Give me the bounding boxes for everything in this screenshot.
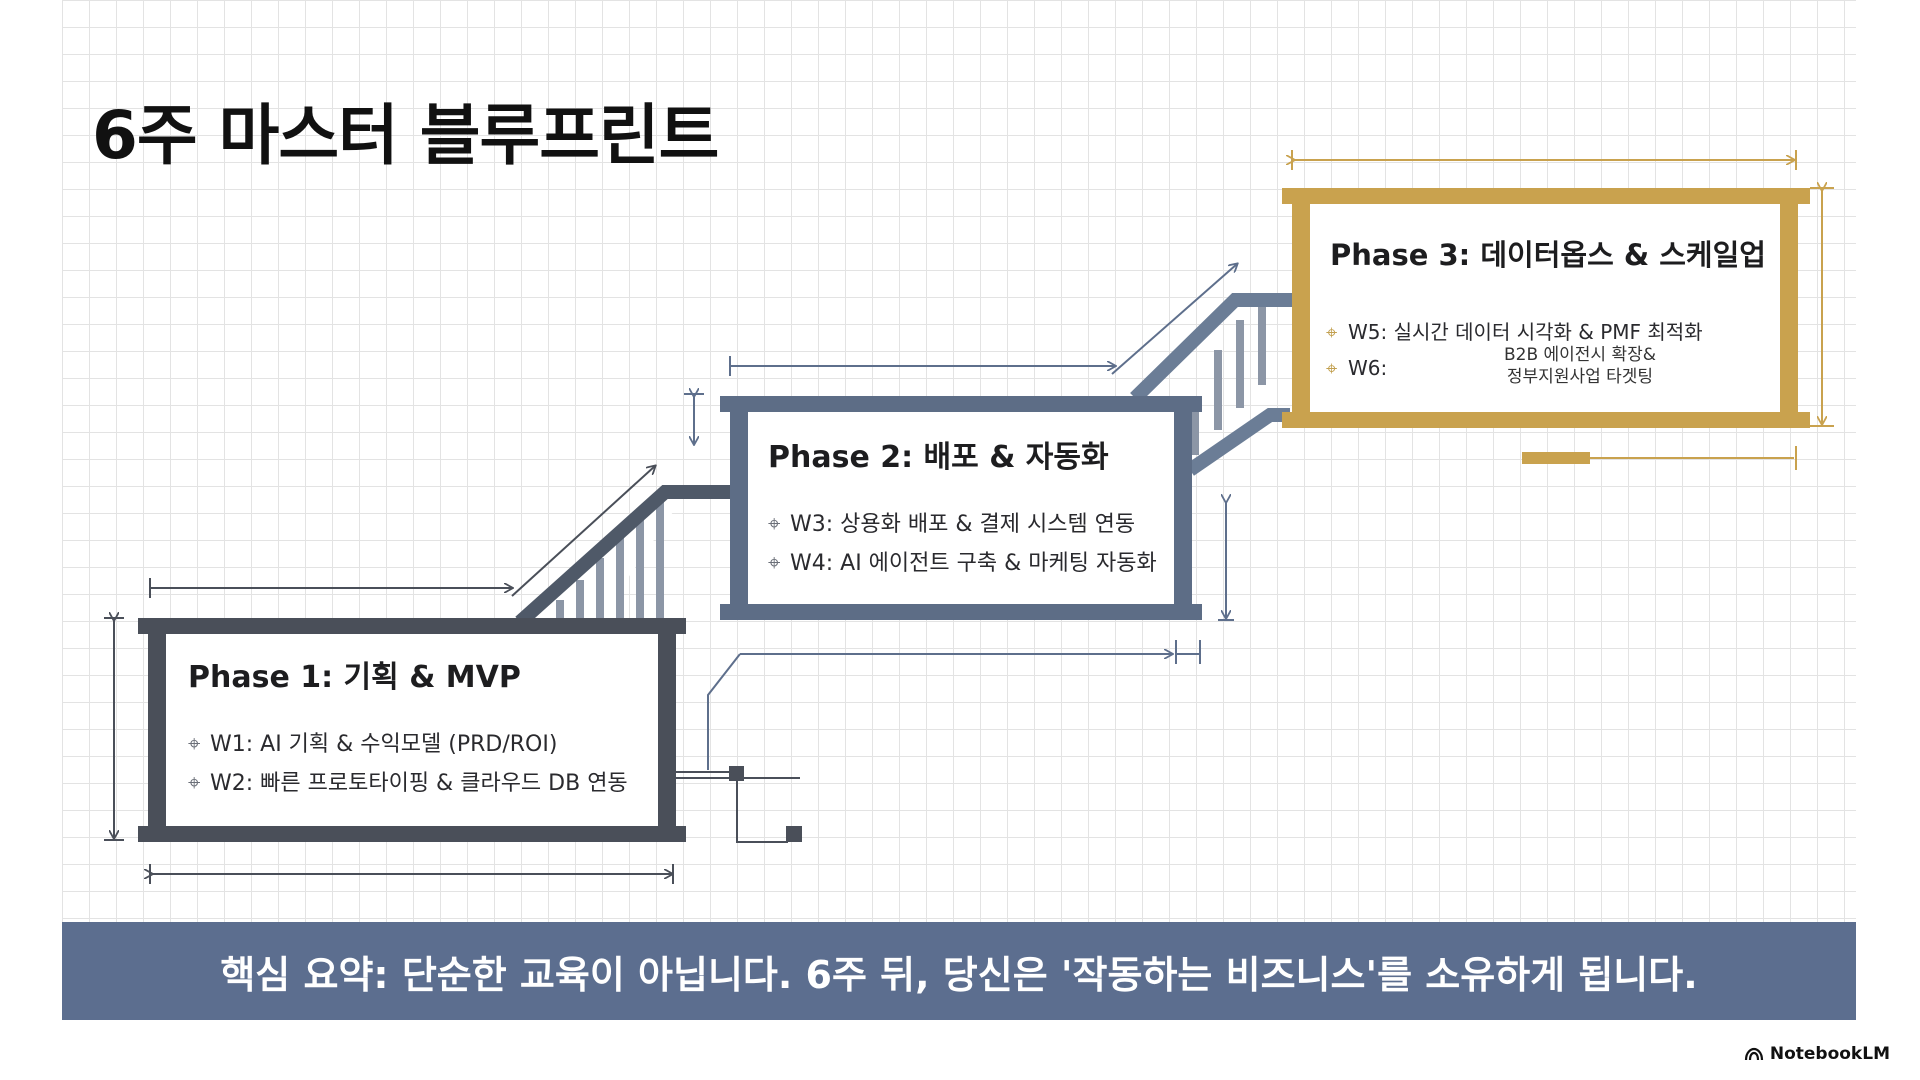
diamond-cross-icon: ⌖ (188, 732, 201, 757)
phase-2-box (748, 412, 1174, 604)
notebooklm-logo-icon (1744, 1047, 1763, 1061)
phase-3-title: Phase 3: 데이터옵스 & 스케일업 (1330, 238, 1766, 272)
diamond-cross-icon: ⌖ (1326, 356, 1338, 380)
phase-1-dimensions (104, 466, 674, 884)
phase-2-item-w4: ⌖ W4: AI 에이전트 구축 & 마케팅 자동화 (768, 545, 1157, 577)
phase-3-item-w6: ⌖ W6: (1326, 356, 1387, 380)
phase-1-title: Phase 1: 기획 & MVP (188, 660, 521, 695)
phase-3-scale-bar (1522, 452, 1590, 464)
diamond-cross-icon: ⌖ (768, 512, 781, 537)
phase-1-frame (138, 618, 686, 842)
phase-3-item-w6-desc-line-1: B2B 에이전시 확장& (1503, 345, 1657, 365)
phase-1-item-w1: ⌖ W1: AI 기획 & 수익모델 (PRD/ROI) (188, 726, 557, 758)
phase-2-item-w4-label: W4: AI 에이전트 구축 & 마케팅 자동화 (790, 551, 1157, 576)
phase-2-title: Phase 2: 배포 & 자동화 (768, 440, 1109, 475)
phase-3-dimensions (1292, 150, 1834, 470)
page-title: 6주 마스터 블루프린트 (92, 97, 719, 174)
phase-1-item-w2: ⌖ W2: 빠른 프로토타이핑 & 클라우드 DB 연동 (188, 765, 628, 797)
phase-3-item-w6-desc-line-2: 정부지원사업 타겟팅 (1506, 367, 1654, 387)
phase-2-item-w3-label: W3: 상용화 배포 & 결제 시스템 연동 (790, 512, 1136, 537)
phase-3-item-w5: ⌖ W5: 실시간 데이터 시각화 & PMF 최적화 (1326, 316, 1703, 345)
phase-3-item-w5-label: W5: 실시간 데이터 시각화 & PMF 최적화 (1348, 320, 1703, 344)
phase-3-box (1310, 204, 1780, 412)
phase-1-box (166, 634, 658, 826)
summary-banner: 핵심 요약: 단순한 교육이 아닙니다. 6주 뒤, 당신은 '작동하는 비즈니… (62, 922, 1856, 1020)
brand-badge: NotebookLM (1744, 1044, 1890, 1064)
phase-2-frame (720, 396, 1202, 620)
stair-connector-1-2 (515, 485, 735, 628)
phase-1-connector-nodes (676, 766, 802, 843)
phase-2-dimensions (684, 264, 1237, 770)
diamond-cross-icon: ⌖ (1326, 320, 1338, 344)
summary-text: 핵심 요약: 단순한 교육이 아닙니다. 6주 뒤, 당신은 '작동하는 비즈니… (220, 952, 1698, 997)
phase-3-frame (1282, 188, 1810, 428)
phase-1-item-w1-label: W1: AI 기획 & 수익모델 (PRD/ROI) (210, 732, 558, 757)
phase-1-item-w2-label: W2: 빠른 프로토타이핑 & 클라우드 DB 연동 (210, 771, 628, 796)
diamond-cross-icon: ⌖ (768, 551, 781, 576)
diamond-cross-icon: ⌖ (188, 771, 201, 796)
phase-2-item-w3: ⌖ W3: 상용화 배포 & 결제 시스템 연동 (768, 506, 1135, 538)
phase-3-item-w6-label: W6: (1348, 356, 1388, 380)
phase-3-item-w6-description: B2B 에이전시 확장& 정부지원사업 타겟팅 (1470, 344, 1690, 388)
brand-label: NotebookLM (1769, 1044, 1890, 1064)
